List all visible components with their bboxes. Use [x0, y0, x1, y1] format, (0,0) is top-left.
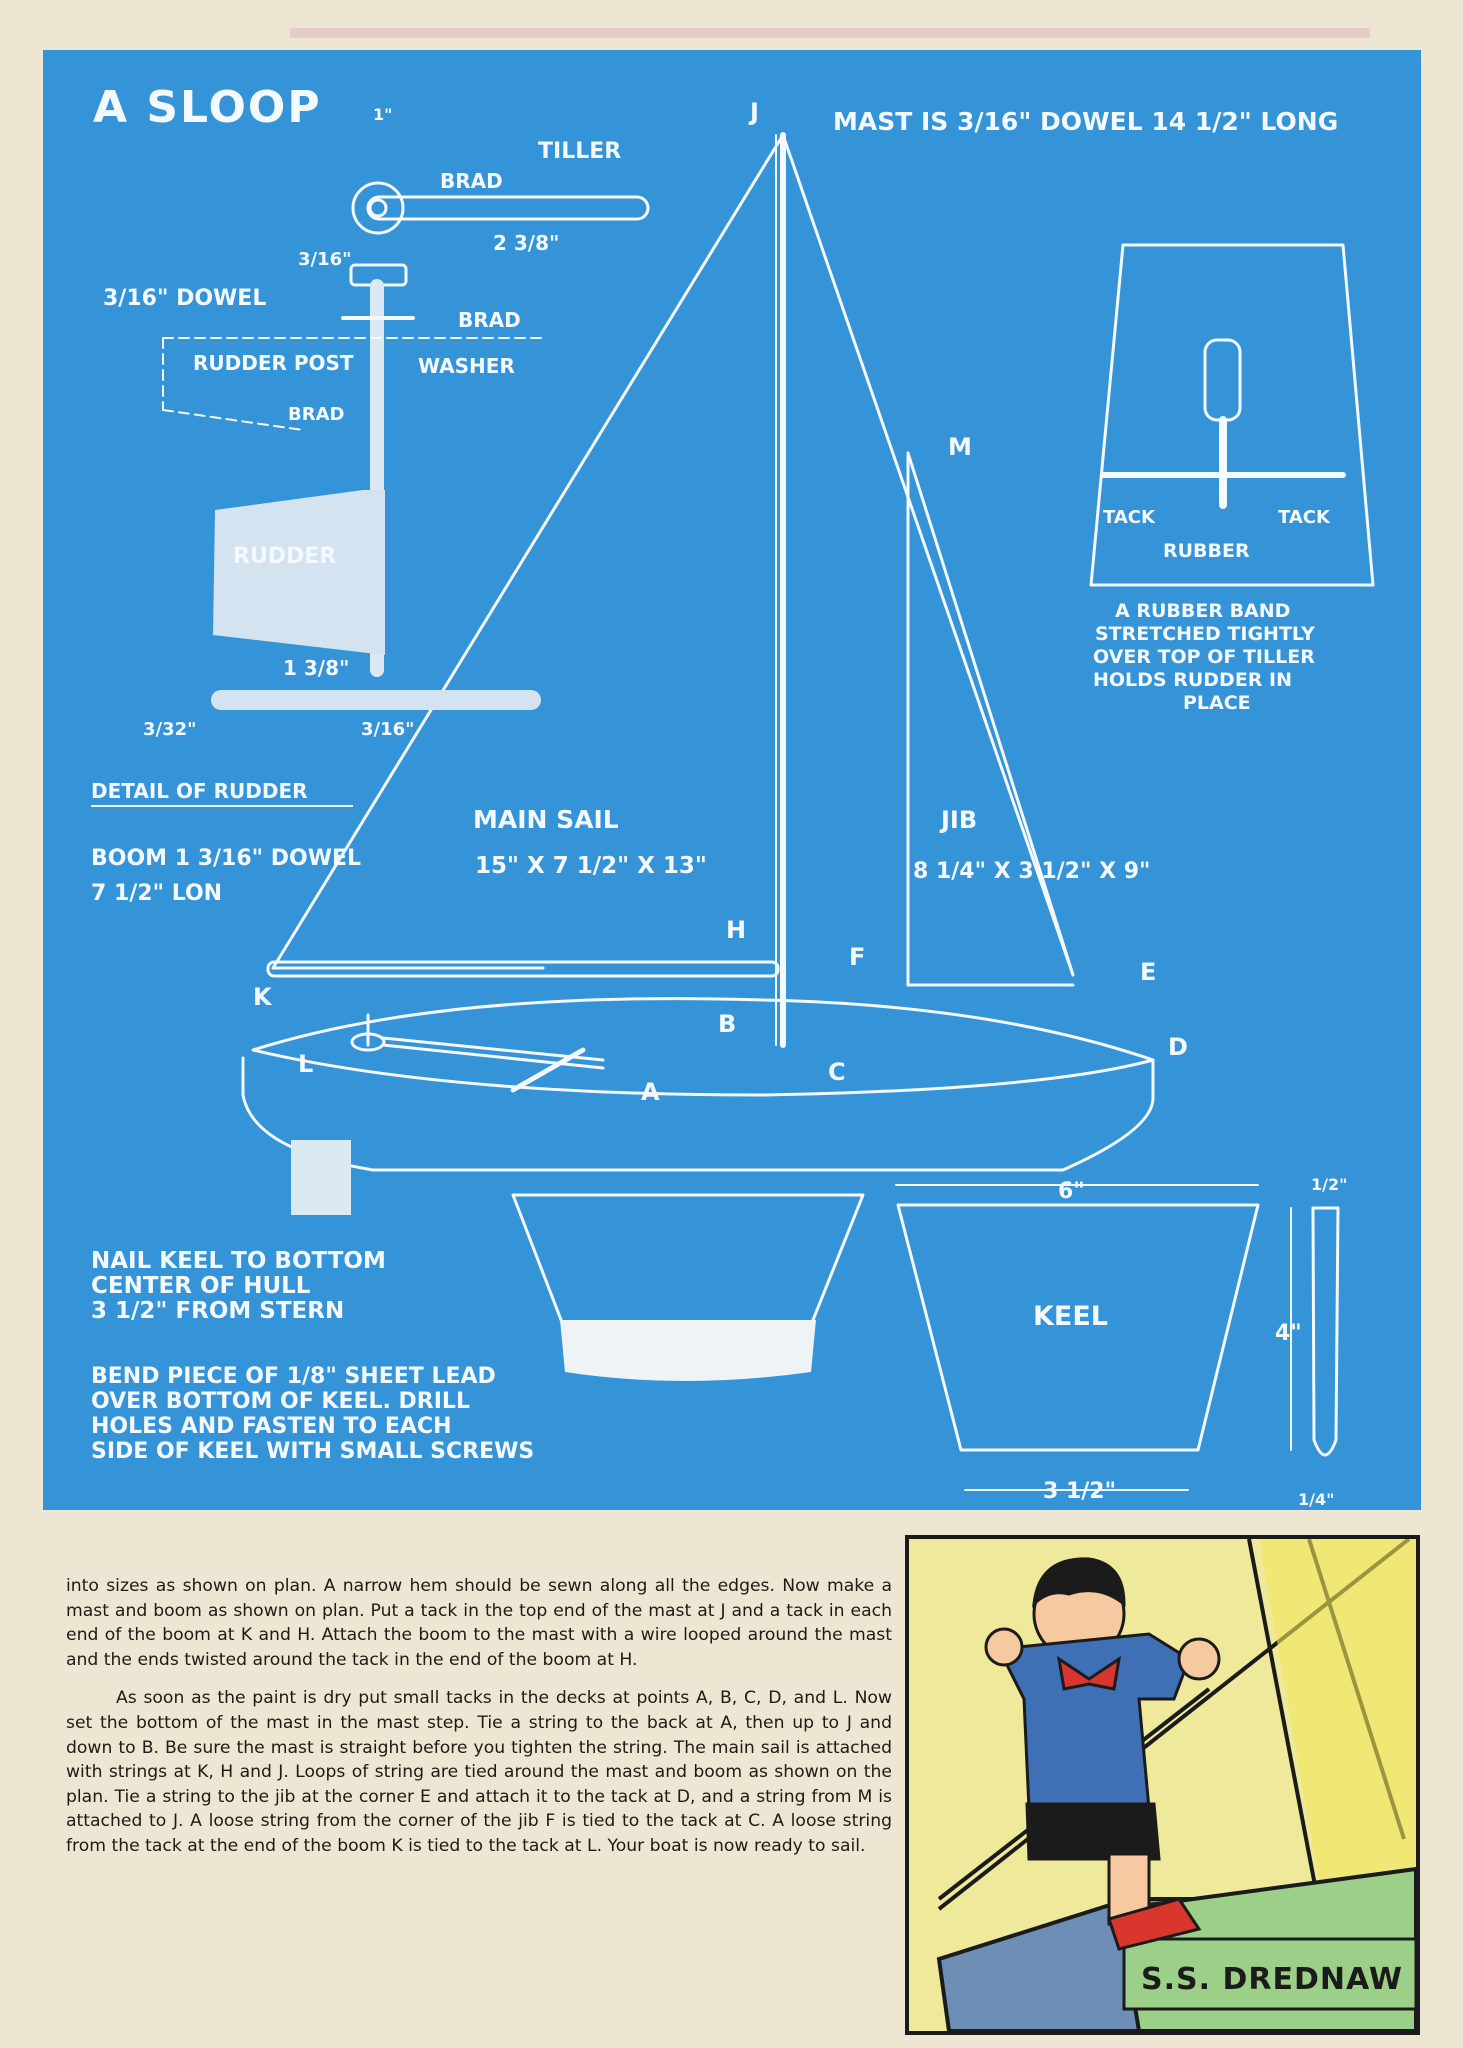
rubber-note-line: OVER TOP OF TILLER — [1093, 646, 1315, 668]
tiller-detail-box — [1089, 243, 1375, 587]
keel-note-line: NAIL KEEL TO BOTTOM — [91, 1248, 386, 1274]
brad-mid-label: BRAD — [458, 308, 521, 332]
keel-note-line: 3 1/2" FROM STERN — [91, 1298, 344, 1324]
rubber-note-line: A RUBBER BAND — [1115, 600, 1290, 622]
point-label: A — [641, 1078, 660, 1106]
point-label: K — [253, 983, 273, 1011]
lead-note-line: OVER BOTTOM OF KEEL. DRILL — [91, 1389, 470, 1414]
page-top-stripe — [290, 28, 1370, 38]
dim-two-label: 2 3/8" — [493, 231, 559, 255]
rubber-note-line: PLACE — [1183, 692, 1251, 714]
instructions-paragraph: As soon as the paint is dry put small ta… — [66, 1688, 892, 1856]
instructions-text: into sizes as shown on plan. A narrow he… — [66, 1574, 892, 1873]
main-sail-dims: 15" X 7 1/2" X 13" — [475, 853, 707, 879]
keel-width-label: 6" — [1058, 1179, 1085, 1204]
dim-one-three-eighths-label: 1 3/8" — [283, 656, 349, 680]
tack-right-label: TACK — [1278, 507, 1331, 528]
main-sail-label: MAIN SAIL — [473, 805, 619, 834]
mast-note: MAST IS 3/16" DOWEL 14 1/2" LONG — [833, 107, 1338, 136]
comic-boy — [984, 1557, 1221, 1951]
dim-three-thirtyseconds-label: 3/32" — [143, 719, 197, 740]
point-label: M — [948, 433, 972, 461]
tack-left-label: TACK — [1103, 507, 1156, 528]
keel-under-hull — [511, 1193, 865, 1327]
blueprint-title: A SLOOP — [93, 82, 322, 133]
blueprint-plan: A SLOOP MAST IS 3/16" DOWEL 14 1/2" LONG… — [43, 50, 1421, 1510]
keel-side — [896, 1203, 1260, 1452]
brad-top-label: BRAD — [440, 169, 503, 193]
lead-note-line: BEND PIECE OF 1/8" SHEET LEAD — [91, 1364, 496, 1389]
instructions-paragraph: into sizes as shown on plan. A narrow he… — [66, 1576, 892, 1670]
point-label: J — [748, 98, 759, 126]
keel-note-line: CENTER OF HULL — [91, 1273, 311, 1299]
rudder-under-hull — [291, 1140, 351, 1215]
jib-dims: 8 1/4" X 3 1/2" X 9" — [913, 859, 1151, 884]
boom-note-line: 7 1/2" LON — [91, 881, 222, 906]
dim-three-sixteenths-label: 3/16" — [298, 249, 352, 270]
point-label: B — [718, 1010, 736, 1038]
jib-label: JIB — [939, 806, 977, 834]
point-label: D — [1168, 1033, 1188, 1061]
comic-panel: S.S. DREDNAW — [905, 1535, 1420, 2035]
keel-label: KEEL — [1033, 1301, 1108, 1332]
hull — [241, 1056, 1155, 1172]
point-label: H — [726, 916, 746, 944]
detail-of-rudder-caption: DETAIL OF RUDDER — [91, 779, 308, 803]
rubber-note-line: STRETCHED TIGHTLY — [1095, 623, 1315, 645]
dowel-label: 3/16" DOWEL — [103, 286, 266, 311]
rudder-blade — [213, 490, 385, 655]
washer-label: WASHER — [418, 354, 515, 378]
rubber-label: RUBBER — [1163, 540, 1250, 562]
dim-three-sixteenths-b-label: 3/16" — [361, 719, 415, 740]
boom-note-line: BOOM 1 3/16" DOWEL — [91, 846, 361, 871]
ship-name: S.S. DREDNAW — [1141, 1962, 1403, 1997]
jib — [781, 133, 1075, 977]
lead-note-line: HOLES AND FASTEN TO EACH — [91, 1414, 452, 1439]
dim-one-label: 1" — [373, 105, 392, 124]
tiller — [366, 195, 650, 221]
rudder-post-label: RUDDER POST — [193, 351, 354, 375]
keel-thickness-label: 1/2" — [1311, 1175, 1347, 1194]
keel-height-label: 4" — [1275, 1321, 1302, 1346]
keel-bottom-label: 3 1/2" — [1043, 1479, 1116, 1504]
keel-thickness-bottom-label: 1/4" — [1298, 1490, 1334, 1509]
point-label: L — [298, 1050, 313, 1078]
boom — [266, 960, 780, 978]
point-label: C — [828, 1058, 846, 1086]
point-label: E — [1140, 958, 1156, 986]
rubber-note-line: HOLDS RUDDER IN — [1093, 669, 1292, 691]
point-label: F — [849, 943, 865, 971]
brad-low-label: BRAD — [288, 404, 344, 425]
tiller-label: TILLER — [538, 139, 621, 164]
rudder-label: RUDDER — [233, 544, 336, 569]
lead-note-line: SIDE OF KEEL WITH SMALL SCREWS — [91, 1439, 534, 1464]
